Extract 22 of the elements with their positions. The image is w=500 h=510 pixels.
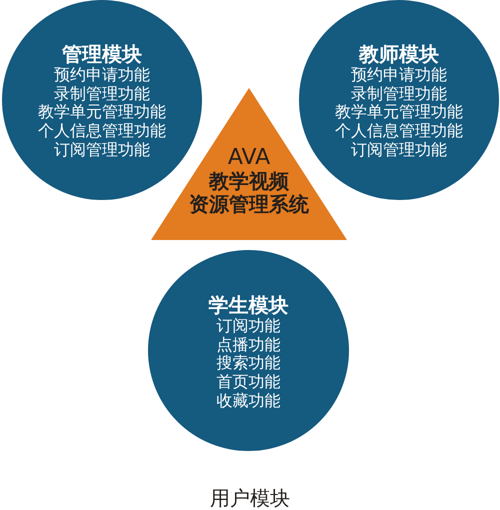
module-title: 学生模块 xyxy=(208,293,288,317)
function-item: 教学单元管理功能 xyxy=(335,103,463,122)
system-name: 资源管理系统 xyxy=(189,193,309,216)
function-item: 录制管理功能 xyxy=(54,84,150,104)
function-item: 个人信息管理功能 xyxy=(335,122,463,141)
function-item: 录制管理功能 xyxy=(351,84,447,104)
function-item: 订阅管理功能 xyxy=(351,140,447,160)
function-item: 预约申请功能 xyxy=(54,66,150,85)
module-title: 教师模块 xyxy=(359,42,439,66)
function-item: 搜索功能 xyxy=(216,354,280,374)
system-name: AVA xyxy=(228,146,270,170)
module-title: 管理模块 xyxy=(62,42,142,66)
function-item: 首页功能 xyxy=(216,373,280,392)
function-item: 个人信息管理功能 xyxy=(38,122,166,141)
function-item: 预约申请功能 xyxy=(351,66,447,85)
function-item: 教学单元管理功能 xyxy=(38,103,166,122)
function-item: 订阅功能 xyxy=(216,317,280,336)
function-item: 收藏功能 xyxy=(216,392,280,411)
caption: 用户模块 xyxy=(210,486,290,510)
system-name: 教学视频 xyxy=(209,170,289,193)
function-item: 订阅管理功能 xyxy=(54,140,150,160)
function-item: 点播功能 xyxy=(216,336,280,354)
